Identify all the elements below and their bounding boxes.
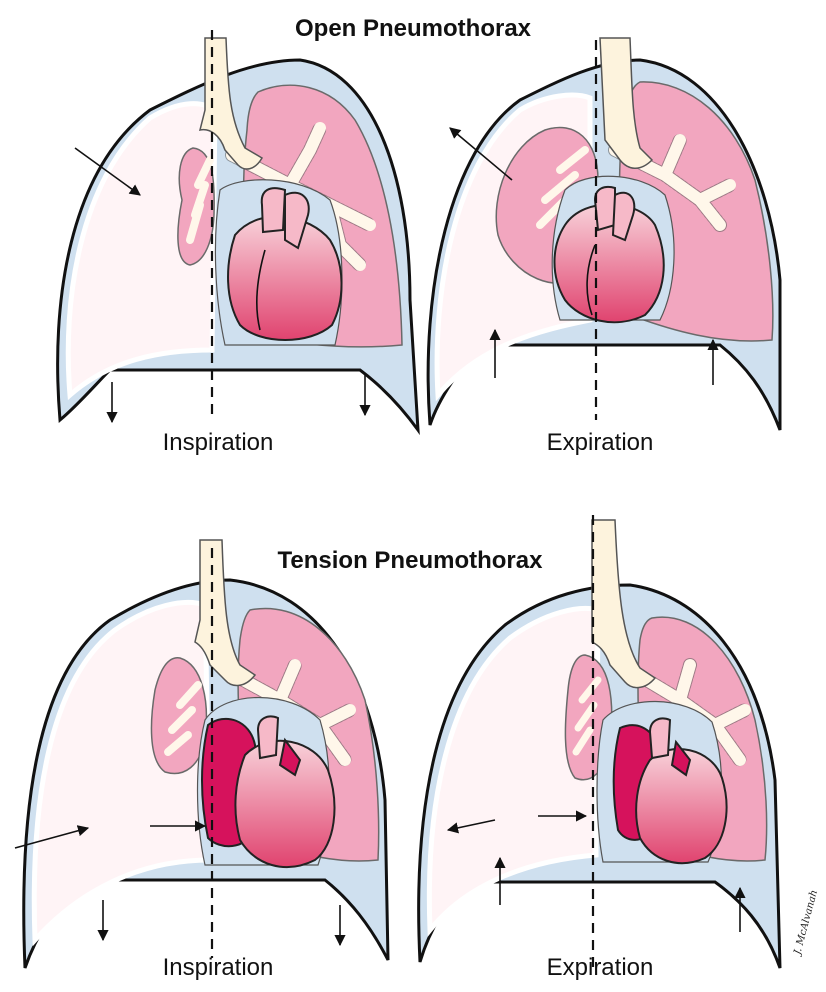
trachea [194, 539, 257, 687]
panel-open-expiration [426, 37, 782, 431]
air-trapped-arrow [446, 819, 496, 834]
right-pleural-cavity-air [426, 605, 601, 937]
tension-expiration-caption: Expiration [547, 954, 654, 981]
heart [234, 739, 336, 869]
collapsed-right-lung [150, 657, 208, 775]
aorta [648, 717, 672, 760]
trachea [599, 37, 654, 169]
artist-signature: J. McAlvanah [792, 889, 820, 958]
tension-pneumothorax-title: Tension Pneumothorax [278, 547, 544, 574]
air-exit-arrow [449, 127, 513, 181]
air-entry-arrow [14, 825, 90, 849]
open-pneumothorax-title: Open Pneumothorax [295, 15, 532, 42]
panel-tension-inspiration [14, 539, 390, 969]
right-pleural-cavity-air [65, 101, 218, 401]
heart [635, 748, 728, 865]
open-expiration-caption: Expiration [547, 429, 654, 456]
aorta [256, 715, 280, 760]
aorta [260, 187, 287, 234]
open-inspiration-caption: Inspiration [163, 429, 274, 456]
trachea [591, 519, 657, 689]
air-entry-arrow [74, 147, 141, 196]
panel-tension-expiration [417, 515, 782, 969]
aorta [593, 185, 616, 232]
panel-open-inspiration [56, 30, 420, 436]
tension-inspiration-caption: Inspiration [163, 954, 274, 981]
